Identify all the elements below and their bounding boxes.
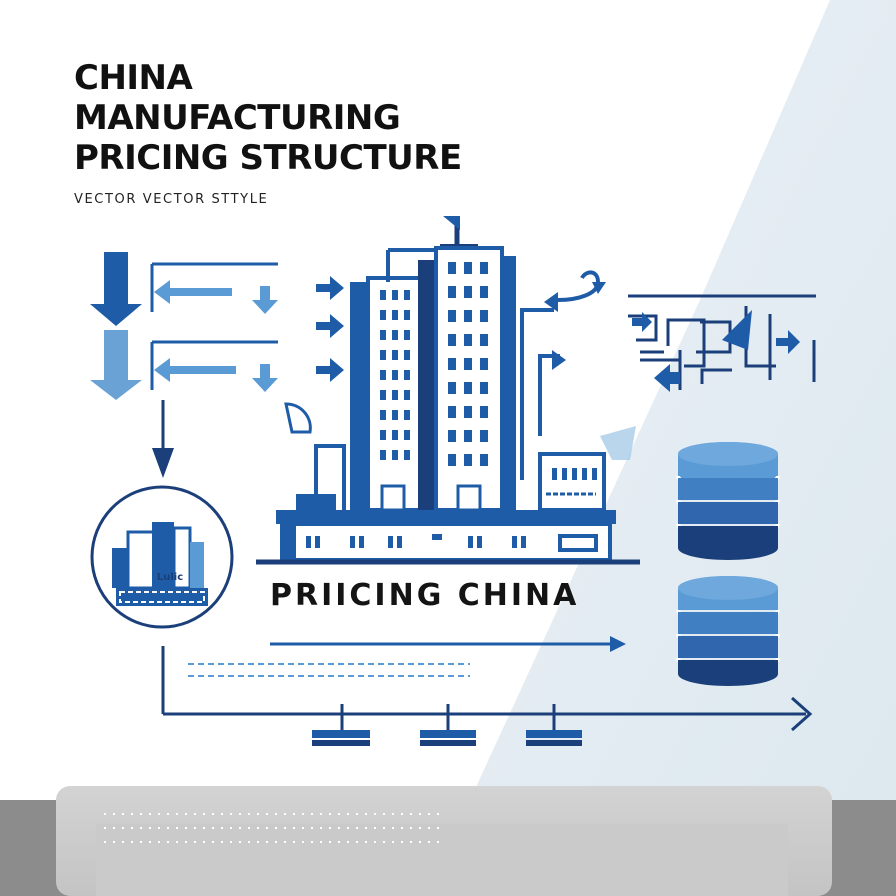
down-arrow-icon — [152, 448, 174, 478]
down-arrow-icon — [90, 252, 142, 326]
down-arrow-icon — [252, 364, 278, 392]
left-arrow-icon — [154, 358, 236, 382]
right-arrow-icon — [552, 350, 566, 370]
right-arrow-icon — [791, 696, 813, 732]
right-arrow-group — [316, 276, 636, 460]
factory-building-icon — [256, 216, 640, 565]
right-arrow-icon — [544, 292, 558, 312]
flow-lines — [161, 636, 813, 746]
left-arrow-icon — [154, 280, 232, 304]
page-title: CHINA MANUFACTURING PRICING STRUCTURE — [74, 58, 462, 178]
title-line: PRICING STRUCTURE — [74, 138, 462, 178]
right-arrow-icon — [316, 314, 344, 338]
right-arrow-icon — [632, 312, 652, 332]
right-arrow-icon — [610, 636, 626, 652]
database-icon — [676, 576, 780, 686]
left-arrow-icon — [654, 364, 680, 392]
down-arrow-icon — [252, 286, 278, 314]
database-icon — [676, 442, 780, 560]
floor-platform — [0, 786, 896, 896]
right-arrow-icon — [316, 276, 344, 300]
title-line: CHINA — [74, 58, 193, 98]
right-arrow-icon — [776, 330, 800, 354]
banner-text: PRIICING CHINA — [270, 578, 580, 613]
title-line: MANUFACTURING — [74, 98, 401, 138]
down-arrow-icon — [90, 330, 142, 400]
emblem-label: Lulic — [157, 572, 183, 583]
right-arrow-icon — [316, 358, 344, 382]
factory-emblem: Lulic — [90, 485, 234, 629]
subtitle: VECTOR VECTOR STTYLE — [74, 192, 269, 207]
left-arrow-group — [90, 252, 312, 478]
right-arrow-icon — [592, 282, 606, 294]
background-pane — [470, 0, 896, 800]
